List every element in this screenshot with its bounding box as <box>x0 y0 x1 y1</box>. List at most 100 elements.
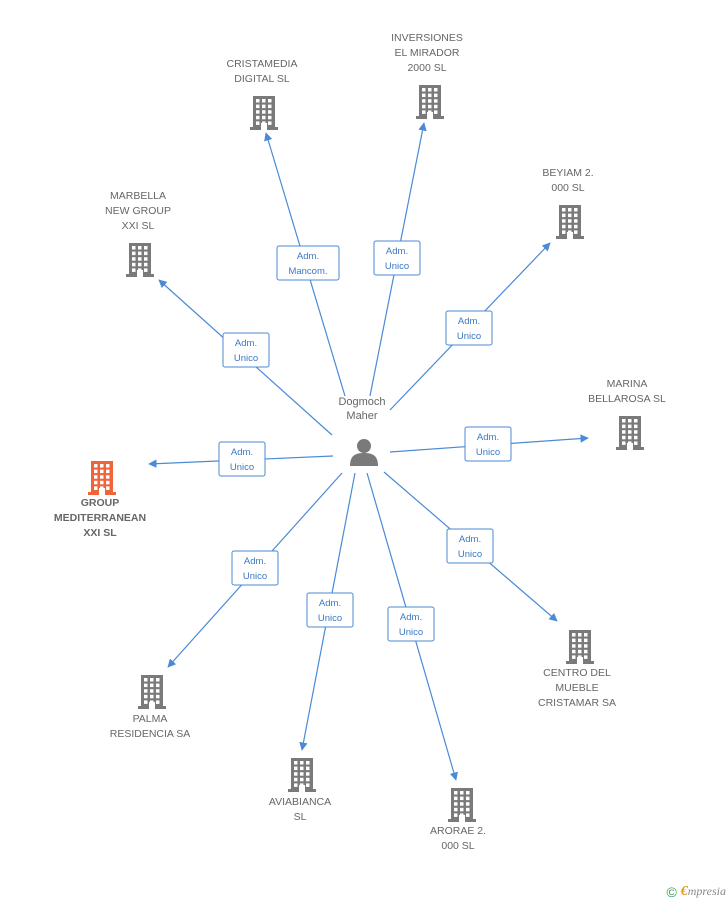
company-node-beyiam[interactable] <box>556 205 584 239</box>
person-head <box>357 439 371 453</box>
building-window <box>300 772 304 776</box>
building-window <box>144 257 148 261</box>
building-window <box>100 464 104 468</box>
building-window <box>584 633 588 637</box>
building-window <box>144 689 148 693</box>
role-label-beyiam[interactable]: Adm.Unico <box>445 310 493 346</box>
building-window <box>428 104 432 109</box>
brand-logo[interactable]: €mpresia <box>681 884 726 900</box>
building-window <box>294 761 298 765</box>
building-window <box>622 430 626 434</box>
building-door <box>577 657 583 664</box>
company-name-centro-line: MUEBLE <box>555 682 598 694</box>
building-window <box>138 262 142 267</box>
role-label-box <box>222 332 270 368</box>
building-window <box>562 213 566 218</box>
building-window <box>562 224 566 229</box>
building-window <box>428 88 432 92</box>
building-window <box>466 791 470 795</box>
role-label-text: Mancom. <box>288 266 327 277</box>
company-name-palma-line: RESIDENCIA SA <box>110 728 191 740</box>
building-window <box>156 678 160 682</box>
company-node-palma[interactable] <box>138 675 166 709</box>
building-window <box>144 683 148 688</box>
role-label-text: Unico <box>230 462 254 473</box>
company-node-marbella[interactable] <box>126 243 154 277</box>
building-window <box>466 796 470 801</box>
building-window <box>574 219 578 223</box>
building-window <box>584 655 588 659</box>
building-window <box>454 813 458 817</box>
company-node-marina[interactable] <box>616 416 644 450</box>
company-node-inversiones[interactable] <box>416 85 444 119</box>
building-window <box>156 689 160 693</box>
role-label-text: Adm. <box>477 432 499 443</box>
building-window <box>454 791 458 795</box>
building-window <box>268 99 272 103</box>
building-door <box>459 815 465 822</box>
building-window <box>460 807 464 812</box>
role-label-text: Unico <box>457 331 481 342</box>
building-window <box>268 121 272 125</box>
building-window <box>634 441 638 445</box>
building-window <box>572 649 576 654</box>
edges-layer <box>148 122 589 781</box>
building-window <box>422 110 426 114</box>
building-window <box>150 694 154 699</box>
role-label-cristamedia[interactable]: Adm.Mancom. <box>276 245 340 281</box>
company-node-group[interactable] <box>88 461 116 495</box>
building-window <box>138 246 142 250</box>
role-label-text: Adm. <box>386 246 408 257</box>
company-node-cristamedia[interactable] <box>250 96 278 130</box>
building-window <box>562 230 566 234</box>
building-door <box>261 123 267 130</box>
building-window <box>454 807 458 812</box>
building-window <box>428 99 432 103</box>
building-window <box>460 791 464 795</box>
role-label-arorae[interactable]: Adm.Unico <box>387 606 435 642</box>
building-door <box>137 270 143 277</box>
building-window <box>434 99 438 103</box>
role-label-group[interactable]: Adm. Unico <box>218 441 266 477</box>
company-name-aviabianca-line: SL <box>294 811 307 823</box>
role-label-box <box>464 426 512 462</box>
person-icon <box>350 439 378 466</box>
building-window <box>634 424 638 429</box>
role-label-palma[interactable]: Adm.Unico <box>231 550 279 586</box>
role-label-box <box>387 606 435 642</box>
building-window <box>144 251 148 256</box>
company-node-arorae[interactable] <box>448 788 476 822</box>
building-window <box>106 475 110 479</box>
building-window <box>94 486 98 490</box>
building-window <box>106 480 110 485</box>
building-window <box>294 772 298 776</box>
role-label-marbella[interactable]: Adm.Unico <box>222 332 270 368</box>
company-name-palma-line: PALMA <box>133 713 168 725</box>
role-label-box <box>446 528 494 564</box>
role-label-aviabianca[interactable]: Adm.Unico <box>306 592 354 628</box>
building-window <box>94 469 98 474</box>
building-window <box>572 638 576 643</box>
company-node-aviabianca[interactable] <box>288 758 316 792</box>
role-label-centro[interactable]: Adm.Unico <box>446 528 494 564</box>
role-label-marina[interactable]: Adm.Unico <box>464 426 512 462</box>
building-window <box>100 475 104 479</box>
role-label-inversiones[interactable]: Adm.Unico <box>373 240 421 276</box>
building-window <box>132 268 136 272</box>
building-window <box>622 424 626 429</box>
building-window <box>634 419 638 423</box>
building-window <box>434 88 438 92</box>
role-label-text: Adm. <box>231 447 253 458</box>
building-window <box>568 219 572 223</box>
company-node-centro[interactable] <box>566 630 594 664</box>
company-name-centro-line: CRISTAMAR SA <box>538 697 616 709</box>
role-label-text: Unico <box>318 613 342 624</box>
building-window <box>294 777 298 782</box>
